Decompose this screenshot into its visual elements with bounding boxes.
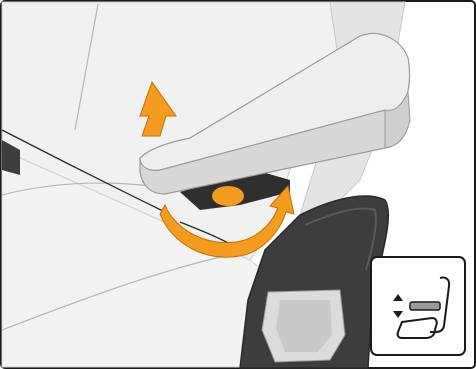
seat-armrest-height-adjust-icon bbox=[370, 256, 466, 356]
inset-armrest bbox=[410, 302, 440, 310]
side-panel-handle-shade bbox=[276, 300, 332, 352]
armrest-pivot bbox=[212, 186, 244, 206]
